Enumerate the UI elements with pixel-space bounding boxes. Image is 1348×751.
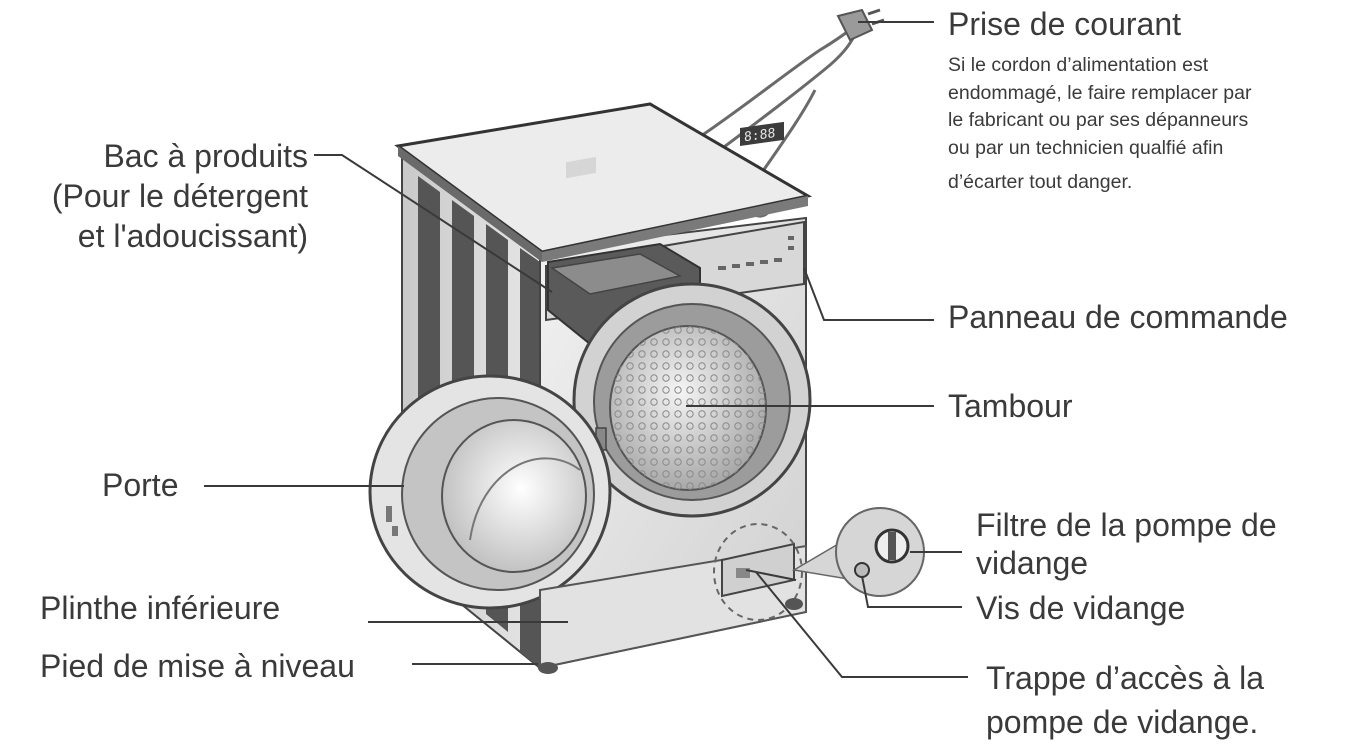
label-bottom-plinth: Plinthe inférieure [40, 590, 280, 627]
label-detergent-drawer: Bac à produits (Pour le détergent et l'a… [52, 136, 308, 256]
drain-screw [855, 563, 869, 577]
label-leveling-foot: Pied de mise à niveau [40, 648, 355, 685]
label-drain-screw: Vis de vidange [976, 590, 1185, 627]
label-pump-filter: Filtre de la pompe de vidange [976, 506, 1277, 582]
door [370, 376, 610, 608]
label-power-plug: Prise de courant [948, 6, 1181, 43]
label-drum: Tambour [948, 388, 1073, 425]
label-control-panel: Panneau de commande [948, 299, 1288, 336]
label-door: Porte [102, 467, 178, 504]
pump-magnifier [794, 508, 924, 596]
power-cord-warning: Si le cordon d’alimentation est endommag… [948, 52, 1251, 197]
label-pump-access: Trappe d’accès à la pompe de vidange. [986, 656, 1264, 744]
display-readout: 8:88 [744, 126, 775, 145]
